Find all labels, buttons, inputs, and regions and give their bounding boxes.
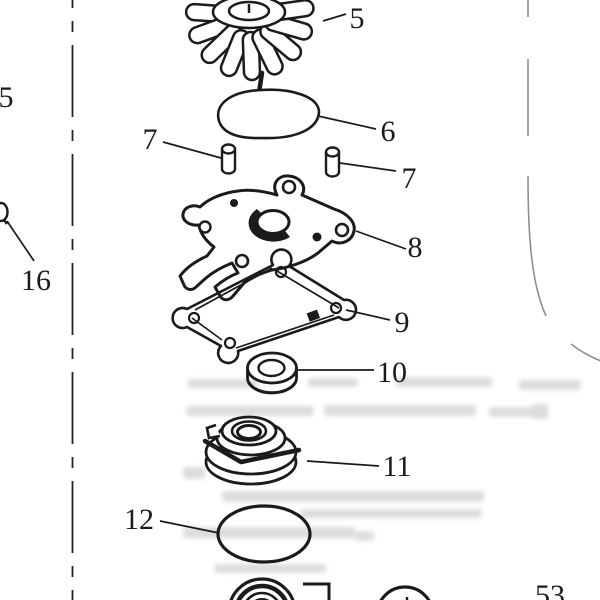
leader-16: [6, 220, 35, 262]
leader-7-left: [162, 141, 222, 159]
gearcase-outline: [527, 0, 600, 362]
callout-6: 6: [381, 115, 396, 148]
callout-10: 10: [377, 356, 407, 389]
leader-9: [345, 309, 391, 321]
leader-8: [355, 230, 407, 250]
gasket-part: [171, 248, 358, 365]
callout-labels: 5 5 6 7 7 8 9 10 11 12 16 53: [0, 2, 565, 600]
leader-5: [322, 13, 347, 22]
dowel-pin-right-part: [324, 146, 341, 178]
leader-lines: [6, 13, 407, 534]
bracket-corner-part: [303, 582, 331, 600]
leader-6: [317, 115, 377, 130]
o-ring-part: [216, 504, 312, 564]
leader-7-right: [339, 162, 397, 172]
guide-plate-part: [178, 174, 356, 302]
callout-7-left: 7: [143, 123, 158, 156]
impeller-plate-part: [216, 88, 321, 140]
clip-part: [0, 201, 9, 225]
callout-5-left: 5: [0, 81, 14, 114]
oil-seal-part: [229, 577, 295, 600]
callout-8: 8: [408, 231, 423, 264]
grommet-part: [379, 585, 431, 600]
callout-11: 11: [383, 450, 412, 483]
callout-16: 16: [21, 264, 51, 297]
callout-53: 53: [535, 579, 565, 600]
dowel-pin-left-part: [220, 143, 237, 175]
callout-12: 12: [124, 503, 154, 536]
impeller-part: [184, 0, 315, 82]
pump-housing-part: [202, 415, 302, 486]
callout-5-top: 5: [350, 2, 365, 35]
callout-7-right: 7: [402, 162, 417, 195]
seal-ring-part: [246, 351, 298, 395]
callout-9: 9: [395, 306, 410, 339]
leader-12: [159, 520, 220, 534]
leader-11: [306, 460, 380, 467]
